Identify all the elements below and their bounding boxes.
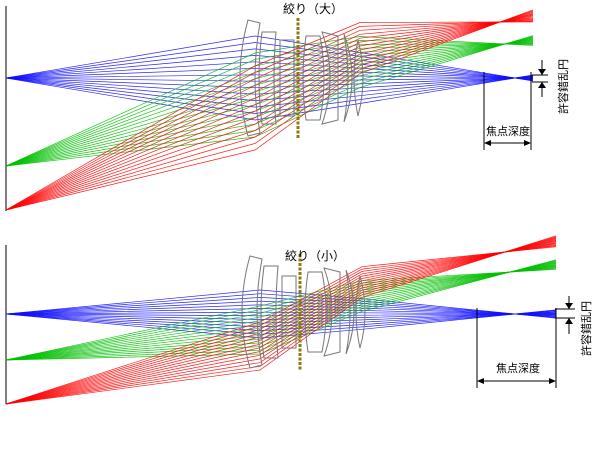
ray-green	[5, 35, 534, 167]
aperture-title: 絞り（大）	[283, 1, 343, 16]
lens-element	[321, 31, 339, 125]
panel-small-aperture: 絞り（小） 許容錯乱円 焦点深度	[5, 235, 593, 405]
lens-element	[343, 33, 353, 123]
ray-red	[5, 18, 534, 211]
arrow-left-icon	[484, 140, 491, 146]
arrow-right-icon	[549, 378, 556, 384]
ray-green	[5, 43, 534, 167]
ray-bundles	[5, 235, 557, 405]
lens-element	[239, 19, 261, 137]
lens-group	[241, 254, 366, 370]
lens-element	[241, 255, 263, 369]
ray-blue	[5, 309, 557, 339]
ray-green	[5, 42, 534, 167]
circle-of-confusion-marker	[555, 296, 575, 334]
lens-element	[323, 267, 341, 357]
arrow-up-icon	[565, 318, 573, 324]
panel-large-aperture: 絞り（大） 許容錯乱円 焦点深度	[5, 1, 570, 211]
ray-green	[5, 259, 557, 361]
lens-group	[239, 18, 364, 138]
depth-of-focus-bracket	[483, 72, 532, 150]
lens-element	[258, 31, 277, 125]
circle-of-confusion-label: 許容錯乱円	[556, 59, 570, 114]
depth-of-focus-bracket	[476, 308, 557, 388]
lens-element	[353, 39, 364, 117]
arrow-down-icon	[565, 303, 573, 309]
ray-red	[5, 21, 534, 211]
arrow-right-icon	[524, 140, 531, 146]
circle-of-confusion-marker	[532, 60, 548, 97]
ray-red	[5, 235, 557, 405]
ray-green	[5, 42, 534, 167]
depth-of-focus-label: 焦点深度	[496, 361, 540, 375]
lens-element	[279, 39, 295, 117]
ray-red	[5, 10, 534, 211]
lens-element	[304, 271, 327, 353]
ray-red	[5, 246, 557, 405]
lens-element	[345, 269, 355, 355]
circle-of-confusion-label: 許容錯乱円	[579, 301, 593, 356]
depth-of-focus-label: 焦点深度	[486, 124, 530, 138]
ray-blue	[5, 74, 534, 121]
lens-element	[355, 275, 366, 349]
arrow-up-icon	[538, 82, 546, 88]
lens-element	[260, 265, 279, 359]
ray-red	[5, 9, 534, 211]
arrow-left-icon	[477, 378, 484, 384]
lens-element	[281, 275, 297, 349]
ray-bundles	[5, 9, 534, 211]
ray-red	[5, 16, 534, 211]
aperture-title: 絞り（小）	[285, 248, 345, 263]
arrow-down-icon	[538, 69, 546, 75]
lens-element	[302, 35, 325, 121]
